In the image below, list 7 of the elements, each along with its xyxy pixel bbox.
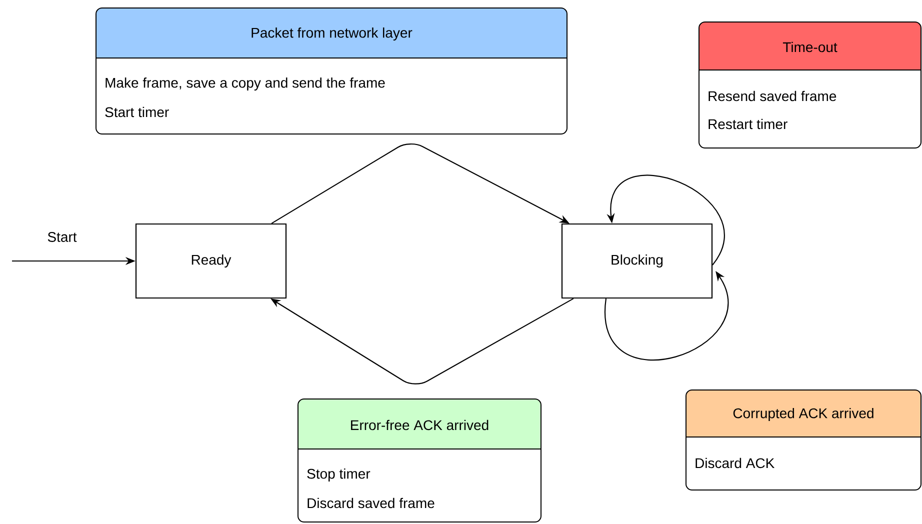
state-box: Ready (135, 223, 287, 299)
edge-label: Start (46, 231, 78, 243)
event-box: Packet from network layer Make frame, save a copy and send the frame Start timer (96, 8, 568, 134)
event-box: Corrupted ACK arrived Discard ACK (686, 390, 922, 490)
event-box: Error-free ACK arrived Stop timer Discard saved frame (298, 398, 542, 522)
event-box: Time-out Resend saved frame Restart timer (698, 22, 922, 148)
state-box: Blocking (561, 223, 713, 299)
